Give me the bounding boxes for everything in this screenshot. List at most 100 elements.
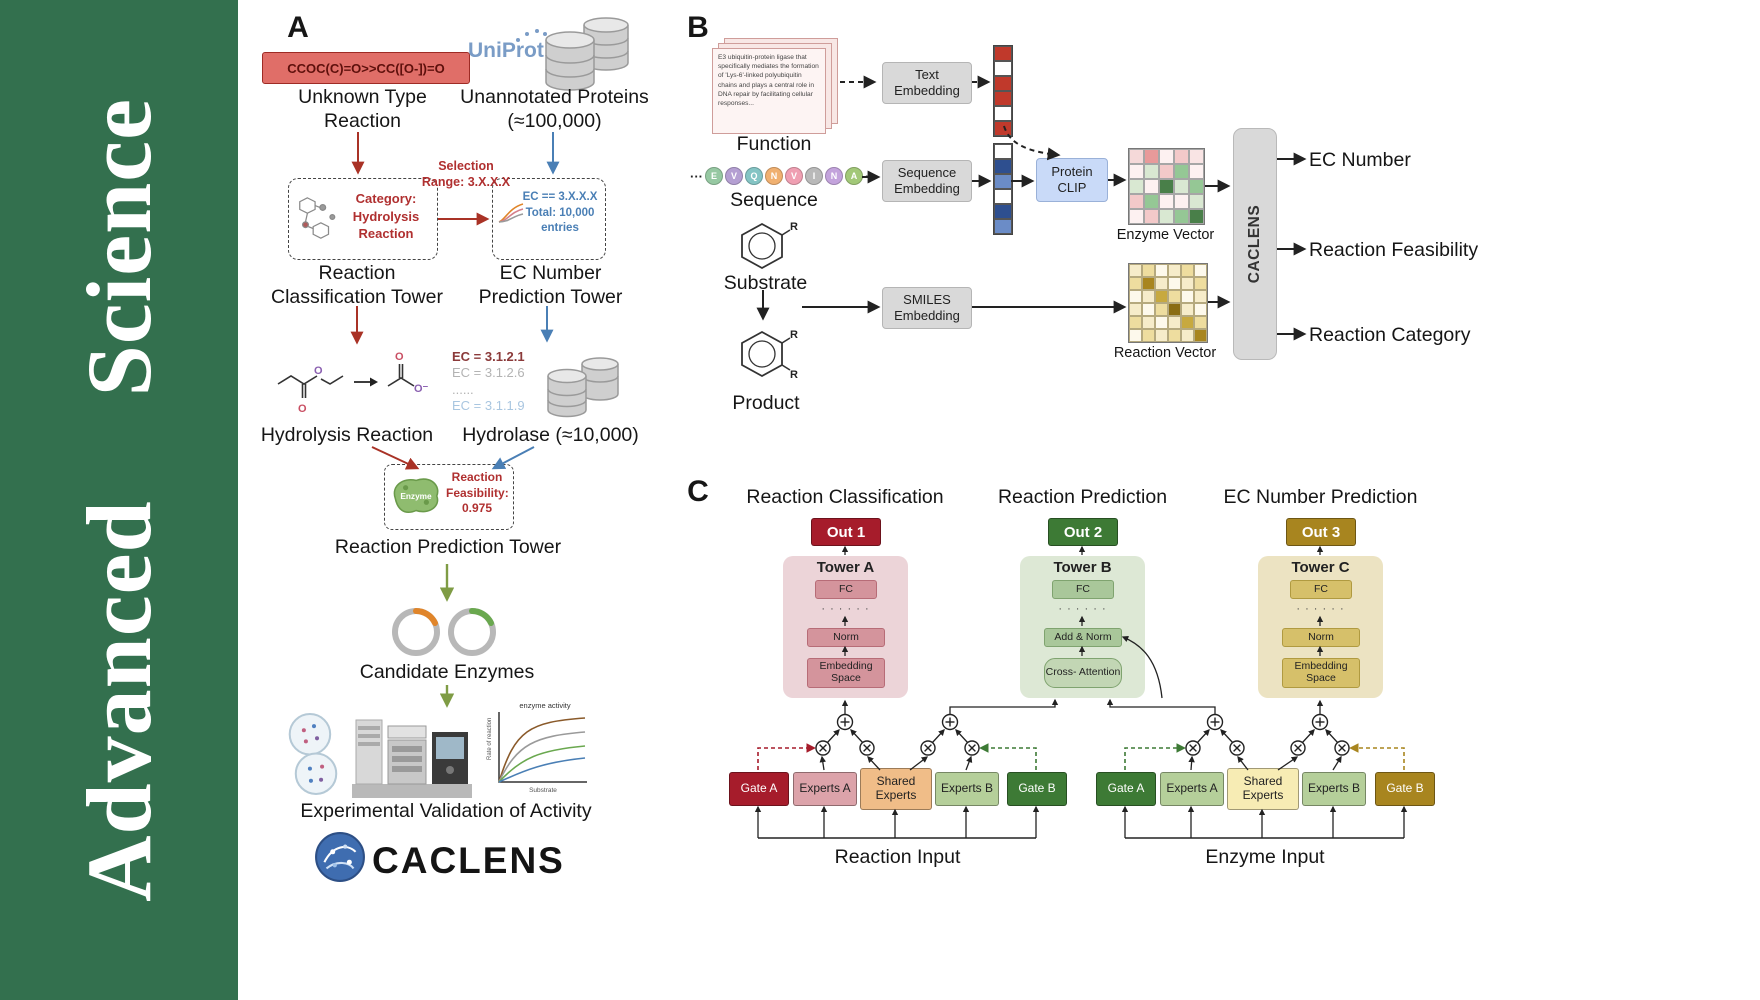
tower-c-fc: FC <box>1290 580 1352 599</box>
reaction-classification-box <box>288 178 438 260</box>
multiply-node <box>920 740 936 756</box>
unannotated-proteins-label: Unannotated Proteins (≈100,000) <box>460 86 649 132</box>
journal-title: Advanced Science <box>68 98 170 902</box>
caclens-logo-icon <box>315 832 365 882</box>
header-ec-number-prediction: EC Number Prediction <box>1223 486 1418 508</box>
prediction-tower-label: Reaction Prediction Tower <box>334 536 562 558</box>
ec-tower-label: EC Number Prediction Tower <box>478 262 623 308</box>
enzyme-experts-a-box: Experts A <box>1160 772 1224 806</box>
plot-title: enzyme activity <box>519 701 571 710</box>
sequence-label: Sequence <box>730 189 818 211</box>
ec-prediction-box <box>492 178 606 260</box>
out-3-box: Out 3 <box>1286 518 1356 546</box>
residue-circle: V <box>725 167 743 185</box>
uniprot-swoosh-icon <box>516 29 547 42</box>
enzyme-vector-label: Enzyme Vector <box>1116 227 1215 243</box>
sequence-embedding-vector <box>993 143 1013 235</box>
output-ec-number: EC Number <box>1309 149 1411 171</box>
multiply-node <box>1185 740 1201 756</box>
multiply-node <box>964 740 980 756</box>
sum-node <box>1311 713 1329 731</box>
enzyme-blob-label: Enzyme <box>400 491 432 501</box>
feasibility-text: Reaction Feasibility: 0.975 <box>446 470 509 516</box>
enzyme-blob-icon: Enzyme <box>393 478 439 514</box>
sum-node <box>836 713 854 731</box>
tower-b-dots: · · · · · · <box>1058 603 1107 615</box>
function-text: E3 ubiquitin-protein ligase that specifi… <box>718 54 819 108</box>
ec-box-text: EC == 3.X.X.X Total: 10,000 entries <box>522 191 598 235</box>
plot-ylabel: Rate of reaction <box>487 718 493 760</box>
enzyme-gate-a-box: Gate A <box>1096 772 1156 806</box>
tower-a: Tower A FC · · · · · · Norm Embedding Sp… <box>783 556 908 698</box>
reaction-input-label: Reaction Input <box>834 846 961 868</box>
reaction-vector-matrix <box>1128 263 1208 343</box>
enzyme-shared-experts-box: Shared Experts <box>1227 768 1299 810</box>
enzyme-input-label: Enzyme Input <box>1205 846 1325 868</box>
svg-text:O: O <box>314 365 323 377</box>
substrate-label: Substrate <box>723 272 808 294</box>
tower-c-dots: · · · · · · <box>1296 603 1345 615</box>
svg-text:O: O <box>395 351 404 363</box>
residue-circle: A <box>845 167 863 185</box>
curves-icon <box>498 203 524 223</box>
ec-number-list: EC = 3.1.2.1 EC = 3.1.2.6 ...... EC = 3.… <box>452 349 547 414</box>
enzyme-vector-matrix <box>1128 148 1205 225</box>
function-papers-stack: E3 ubiquitin-protein ligase that specifi… <box>712 38 840 134</box>
tower-b-cross-attention: Cross- Attention <box>1044 658 1122 688</box>
enzyme-gate-b-box: Gate B <box>1375 772 1435 806</box>
tower-c: Tower C FC · · · · · · Norm Embedding Sp… <box>1258 556 1383 698</box>
residue-circle: N <box>765 167 783 185</box>
tower-c-title: Tower C <box>1291 559 1350 576</box>
enzyme-activity-plot: enzyme activity Rate of reaction Substra… <box>487 701 587 794</box>
uniprot-logo: UniProt <box>468 39 544 62</box>
category-box-text: Category: Hydrolysis Reaction <box>352 191 420 242</box>
reaction-gate-a-box: Gate A <box>729 772 789 806</box>
svg-text:O⁻: O⁻ <box>414 383 429 395</box>
hydrolase-label: Hydrolase (≈10,000) <box>462 424 639 446</box>
tower-a-dots: · · · · · · <box>821 603 870 615</box>
multiply-node <box>1290 740 1306 756</box>
sequence-ellipsis: ··· <box>865 168 878 184</box>
sequence-ellipsis: ··· <box>690 168 703 184</box>
output-reaction-feasibility: Reaction Feasibility <box>1309 239 1479 261</box>
residue-circle: Q <box>745 167 763 185</box>
tower-b-add-norm: Add & Norm <box>1044 628 1122 647</box>
text-embedding-box: Text Embedding <box>882 62 972 104</box>
svg-text:R: R <box>790 329 798 341</box>
panel-a-label: A <box>287 11 309 44</box>
tower-b-title: Tower B <box>1053 559 1112 576</box>
substrate-structure: R <box>741 221 798 270</box>
output-reaction-category: Reaction Category <box>1309 324 1471 346</box>
tower-a-norm: Norm <box>807 628 885 647</box>
plasmid-icons <box>392 607 496 656</box>
reaction-experts-a-box: Experts A <box>793 772 857 806</box>
text-embedding-vector <box>993 45 1013 137</box>
tower-a-embedding-space: Embedding Space <box>807 658 885 688</box>
candidate-enzymes-label: Candidate Enzymes <box>359 661 535 683</box>
panel-c-label: C <box>687 475 709 508</box>
tower-c-norm: Norm <box>1282 628 1360 647</box>
reaction-shared-experts-box: Shared Experts <box>860 768 932 810</box>
ec-item: EC = 3.1.2.6 <box>452 365 525 381</box>
ec-item: EC = 3.1.2.1 <box>452 349 525 364</box>
smiles-reaction-box: CCOC(C)=O>>CC([O-])=O <box>262 52 470 84</box>
enzyme-experts-b-box: Experts B <box>1302 772 1366 806</box>
out-2-box: Out 2 <box>1048 518 1118 546</box>
paper-sheet: E3 ubiquitin-protein ligase that specifi… <box>712 48 826 134</box>
hplc-instrument-icon <box>352 719 472 798</box>
header-reaction-prediction: Reaction Prediction <box>997 486 1168 508</box>
molecule-doodle-icon <box>299 197 336 239</box>
reaction-experts-b-box: Experts B <box>935 772 999 806</box>
sum-node <box>941 713 959 731</box>
residue-circle: V <box>785 167 803 185</box>
product-structure: R R <box>741 329 798 381</box>
residue-circle: E <box>705 167 723 185</box>
svg-text:R: R <box>790 369 798 381</box>
protein-database-icon <box>545 17 629 91</box>
hydrolase-database-icon <box>547 357 619 418</box>
panel-b-arrows <box>756 75 1307 341</box>
validation-label: Experimental Validation of Activity <box>300 800 592 822</box>
multiply-node <box>859 740 875 756</box>
